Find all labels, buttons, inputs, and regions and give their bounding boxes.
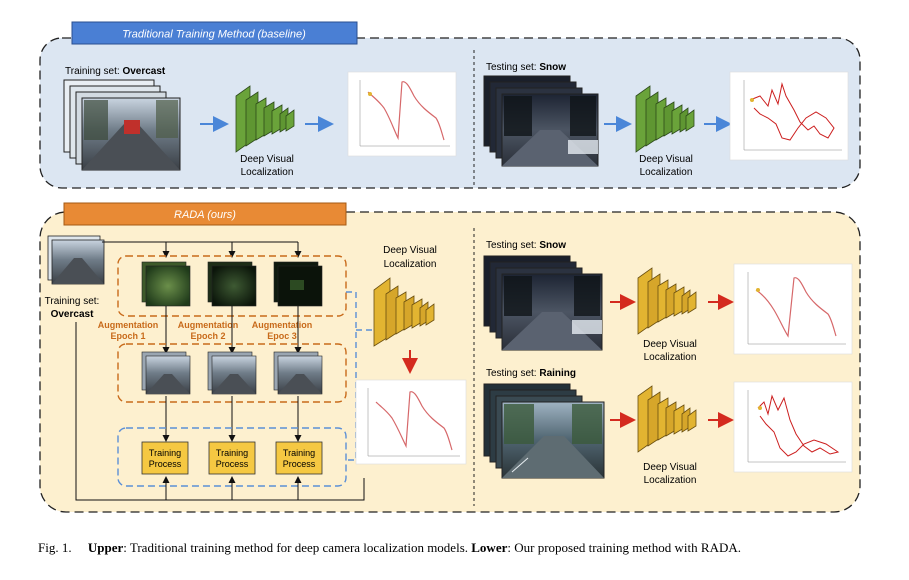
upper-model-label-1: Deep Visual	[240, 154, 294, 165]
lower-model-rain	[637, 385, 697, 453]
caption-upper-bold: Upper	[87, 540, 124, 555]
upper-model2-label-2: Localization	[640, 167, 693, 178]
lower-trajectory-snow	[733, 263, 853, 355]
training-process-2: Training Process	[208, 441, 256, 475]
lower-train-label-2: Overcast	[51, 309, 94, 320]
lower-train-images	[47, 235, 105, 285]
lower-model-label-2: Localization	[384, 259, 437, 270]
lower-test-snow-prefix: Testing set:	[486, 240, 539, 251]
upper-train-images	[63, 79, 181, 171]
upper-model2-label-1: Deep Visual	[639, 154, 693, 165]
aug-labels: Augmentation Epoch 1 Augmentation Epoch …	[98, 320, 313, 341]
upper-train-label-value: Overcast	[122, 66, 165, 77]
caption-lower-bold: Lower	[471, 540, 508, 555]
lower-test-rain-label: Testing set: Raining	[486, 368, 576, 379]
upper-test-label-prefix: Testing set:	[486, 62, 539, 73]
lower-banner-text: RADA (ours)	[174, 209, 236, 221]
upper-banner	[71, 21, 358, 45]
aug-image-3	[273, 261, 323, 307]
training-process-3-line1: Training	[283, 448, 315, 458]
feed-lines-top	[102, 241, 302, 258]
upper-train-label: Training set: Overcast	[65, 66, 166, 77]
aug-label-1-line2: Epoch 1	[110, 331, 145, 341]
upper-model-label-2: Localization	[241, 167, 294, 178]
caption-lower-text: : Our proposed training method with RADA…	[507, 540, 741, 555]
lower-trajectory-center	[355, 379, 467, 465]
aug-label-3-line1: Augmentation	[252, 320, 313, 330]
upper-model-green	[235, 85, 295, 153]
lower-panel: RADA (ours) Training set: Overcast	[39, 202, 861, 513]
lower-train-label-1: Training set:	[45, 296, 100, 307]
mixed-set-2	[207, 351, 257, 395]
caption-upper-text: : Traditional training method for deep c…	[123, 540, 472, 555]
lower-model-rain-label-2: Localization	[644, 475, 697, 486]
upper-model-green-2	[635, 85, 695, 153]
training-process-2-line2: Process	[216, 459, 249, 469]
upper-train-label-prefix: Training set:	[65, 66, 122, 77]
lower-model-gold	[373, 277, 435, 347]
caption-fig-number: Fig. 1.	[38, 540, 72, 555]
lower-trajectory-rain	[733, 381, 853, 473]
lower-model-snow	[637, 267, 697, 335]
aug-image-1	[141, 261, 191, 307]
mixed-dataset-box	[117, 343, 347, 403]
lower-test-rain-prefix: Testing set:	[486, 368, 539, 379]
lower-model-rain-label-1: Deep Visual	[643, 462, 697, 473]
mixed-set-3	[273, 351, 323, 395]
training-process-3-line2: Process	[283, 459, 316, 469]
lower-model-label-1: Deep Visual	[383, 245, 437, 256]
lower-model-snow-label-2: Localization	[644, 352, 697, 363]
lower-model-snow-label-1: Deep Visual	[643, 339, 697, 350]
training-process-1-line2: Process	[149, 459, 182, 469]
feedback-lines	[75, 322, 365, 501]
upper-test-images	[483, 75, 599, 167]
aug-label-2-line1: Augmentation	[178, 320, 239, 330]
aug-label-3-line2: Epoc 3	[267, 331, 297, 341]
upper-panel: Traditional Training Method (baseline) T…	[39, 21, 861, 189]
upper-test-label: Testing set: Snow	[486, 62, 566, 73]
training-process-2-line1: Training	[216, 448, 248, 458]
lower-banner	[63, 202, 347, 226]
training-process-1: Training Process	[141, 441, 189, 475]
lower-test-snow-images	[483, 255, 603, 351]
arrows-to-training	[162, 396, 302, 442]
aug-label-2-line2: Epoch 2	[190, 331, 225, 341]
aug-image-2	[207, 261, 257, 307]
mixed-set-1	[141, 351, 191, 395]
upper-test-label-value: Snow	[539, 62, 566, 73]
figure-caption: Fig. 1. Upper: Traditional training meth…	[38, 540, 888, 556]
training-box	[117, 427, 347, 487]
lower-test-rain-value: Raining	[539, 368, 576, 379]
aug-label-1-line1: Augmentation	[98, 320, 159, 330]
lower-test-snow-value: Snow	[539, 240, 566, 251]
lower-test-snow-label: Testing set: Snow	[486, 240, 566, 251]
upper-banner-text: Traditional Training Method (baseline)	[122, 29, 306, 41]
training-process-1-line1: Training	[149, 448, 181, 458]
upper-trajectory-plot	[347, 71, 457, 157]
training-process-3: Training Process	[275, 441, 323, 475]
model-connector	[346, 291, 357, 461]
lower-test-rain-images	[483, 383, 605, 479]
upper-trajectory-plot-2	[729, 71, 849, 161]
